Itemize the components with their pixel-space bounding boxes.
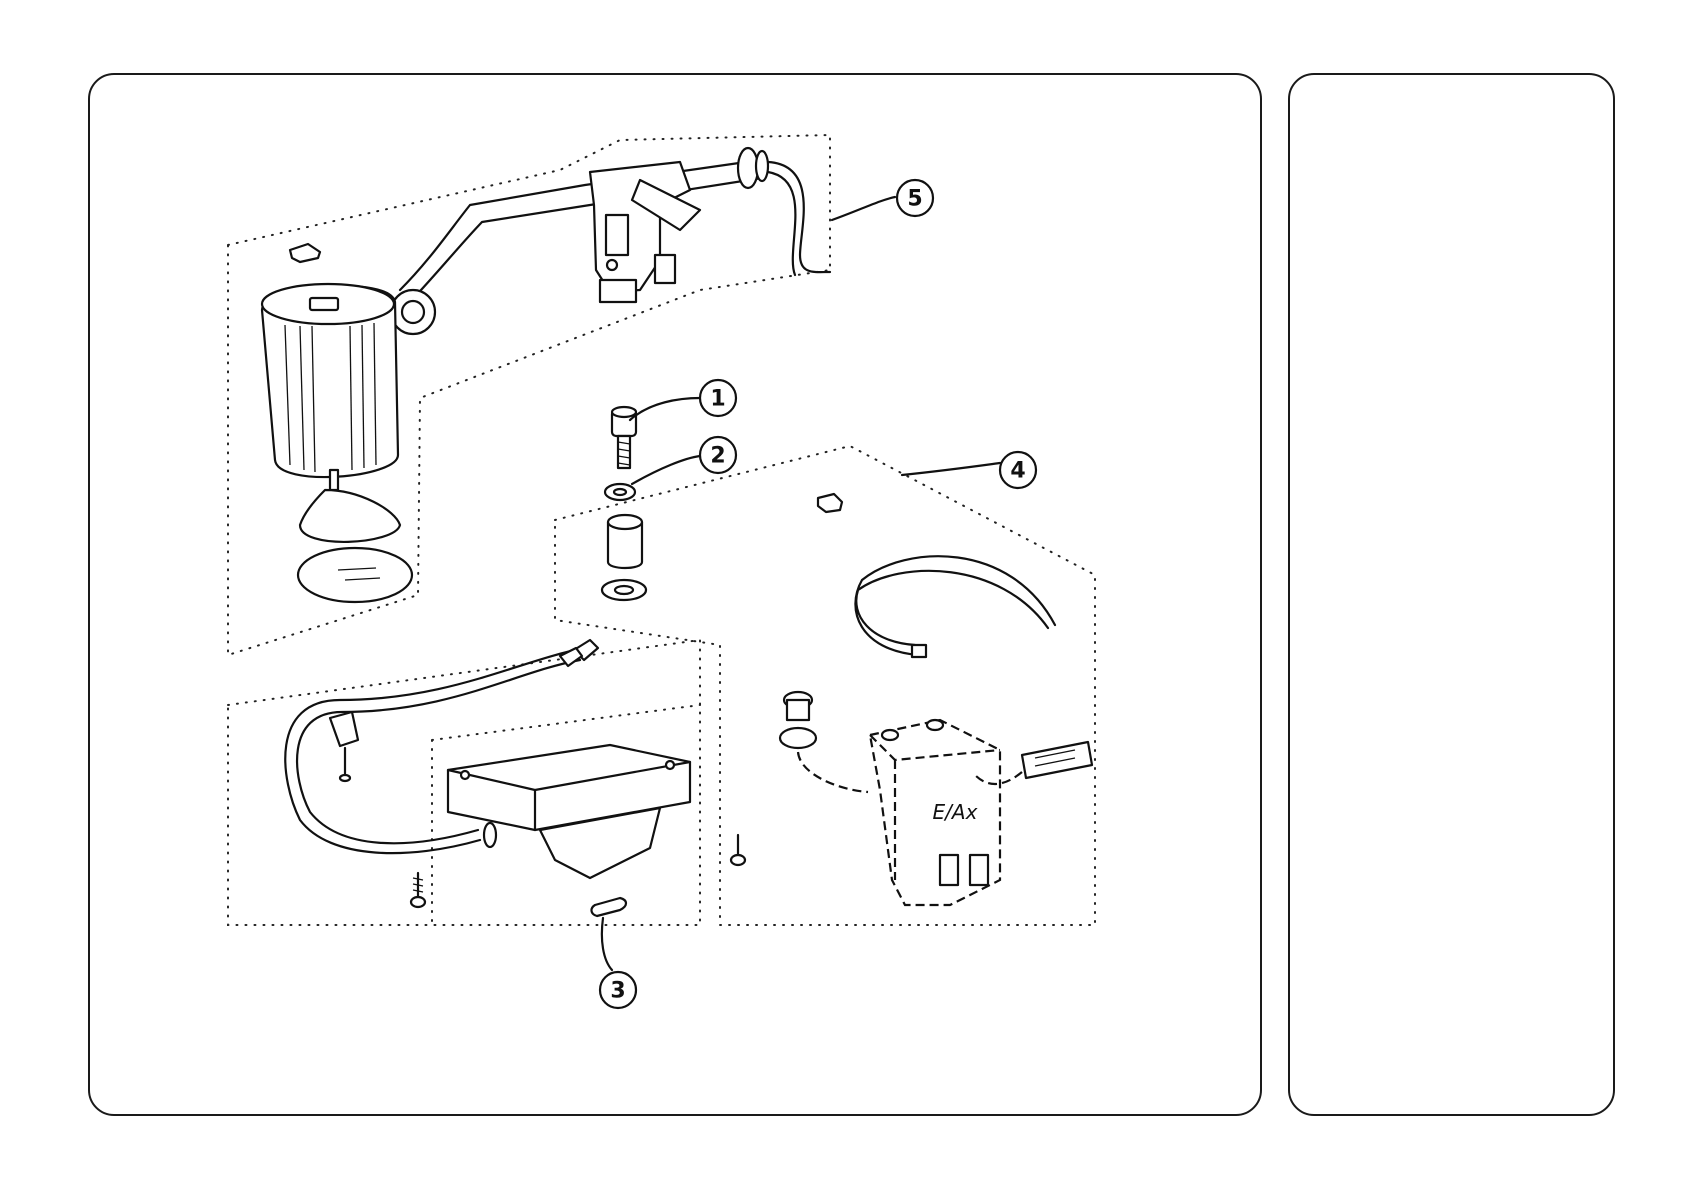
fuse-pin: [591, 898, 626, 916]
leader-4: [902, 463, 1000, 475]
label-card: [1022, 742, 1092, 778]
svg-text:4: 4: [1010, 459, 1025, 484]
box-label-text: E/Ax: [933, 800, 978, 824]
grommet-nut: [780, 692, 816, 748]
leader-5: [832, 197, 895, 220]
screw-left: [411, 873, 425, 907]
callout-5: 5: [897, 180, 933, 216]
lamp-arm-assembly: [262, 148, 830, 602]
svg-text:2: 2: [710, 444, 725, 469]
callout-1: 1: [700, 380, 736, 416]
callout-3: 3: [600, 972, 636, 1008]
svg-text:3: 3: [610, 979, 625, 1004]
leader-1: [630, 398, 700, 420]
small-screw-kit: [731, 835, 745, 865]
junction-box: [448, 745, 690, 878]
lamp-bulb: [300, 470, 400, 542]
svg-text:5: 5: [907, 187, 922, 212]
svg-text:1: 1: [710, 387, 725, 412]
leader-2: [632, 456, 700, 484]
lamp-clip-part: [290, 244, 320, 262]
hardware-stack: [602, 407, 646, 600]
callout-2: 2: [700, 437, 736, 473]
lamp-lens: [298, 548, 412, 602]
cable-tie: [855, 556, 1055, 655]
cable-clamp: [330, 712, 358, 746]
kit-4-parts: E/Ax: [731, 494, 1092, 905]
callout-4: 4: [1000, 452, 1036, 488]
